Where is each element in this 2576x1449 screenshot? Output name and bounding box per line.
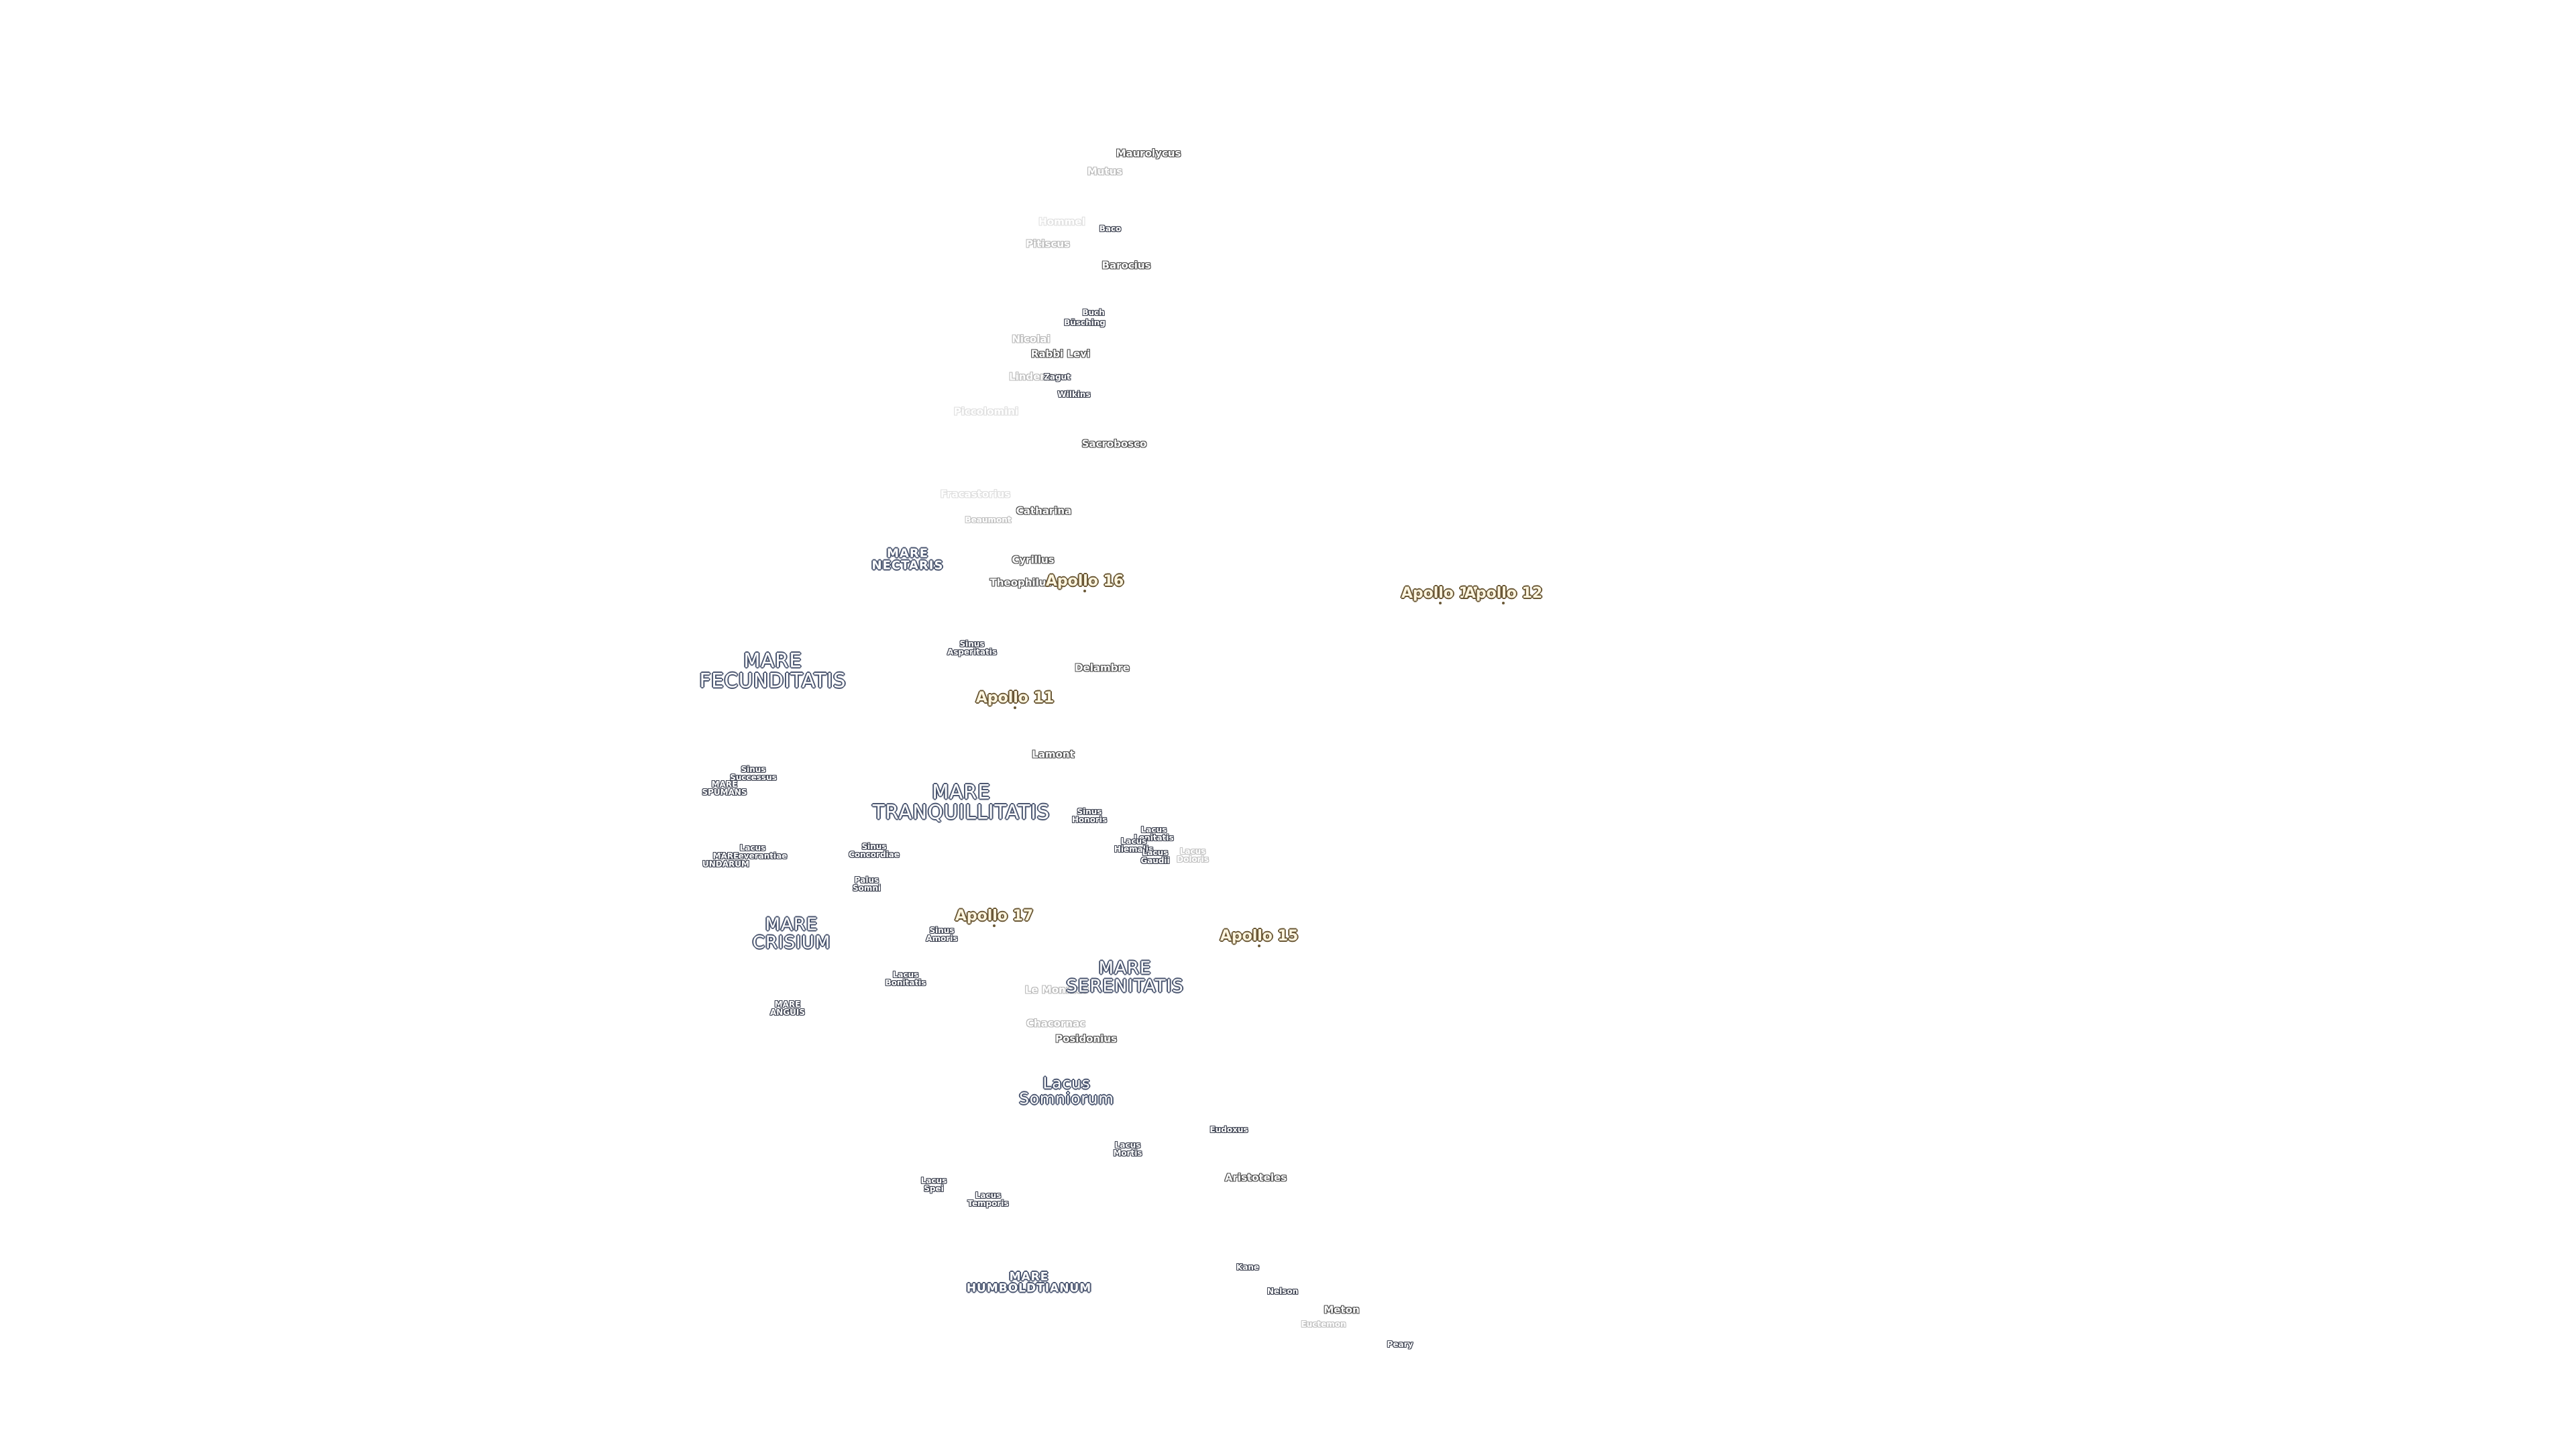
crater-label[interactable]: Aristoteles xyxy=(1224,1171,1287,1184)
apollo-site-label[interactable]: Apollo 17 xyxy=(955,907,1034,924)
crater-label[interactable]: Rabbi Levi xyxy=(1030,347,1091,360)
crater-label[interactable]: Cyrillus xyxy=(1012,553,1055,566)
crater-label[interactable]: Wilkins xyxy=(1057,389,1091,399)
feature-label[interactable]: Sinus Concordiae xyxy=(849,841,900,859)
feature-label[interactable]: Lacus Perseverantiae xyxy=(718,843,788,861)
mare-label[interactable]: MARE SERENITATIS xyxy=(1066,958,1184,996)
feature-label[interactable]: Lacus Lenitatis xyxy=(1134,824,1174,843)
mare-label[interactable]: MARE NECTARIS xyxy=(871,546,944,573)
mare-label[interactable]: Lacus Somniorum xyxy=(1019,1075,1114,1108)
crater-label[interactable]: Büsching xyxy=(1064,317,1106,327)
apollo-site-marker xyxy=(1258,945,1260,947)
crater-label[interactable]: Delambre xyxy=(1075,661,1130,674)
crater-label[interactable]: Maurolycus xyxy=(1116,147,1181,160)
crater-label[interactable]: Mutus xyxy=(1087,165,1123,178)
mare-label[interactable]: MARE CRISIUM xyxy=(752,914,831,953)
crater-label[interactable]: Pitiscus xyxy=(1026,237,1070,250)
feature-label[interactable]: Sinus Successus xyxy=(730,764,777,782)
apollo-site-label[interactable]: Apollo 11 xyxy=(975,689,1055,706)
apollo-site-label[interactable]: Apollo 12 xyxy=(1464,584,1543,602)
crater-label[interactable]: Chacornac xyxy=(1026,1017,1086,1030)
apollo-site-marker xyxy=(1502,602,1505,604)
crater-label[interactable]: Le Monnier xyxy=(1024,983,1089,996)
crater-label[interactable]: Baco xyxy=(1099,223,1122,233)
feature-label[interactable]: Lacus Bonitatis xyxy=(885,969,926,987)
mare-label[interactable]: MARE HUMBOLDTIANUM xyxy=(966,1270,1092,1295)
mare-label[interactable]: MARE FECUNDITATIS xyxy=(699,649,847,692)
crater-label[interactable]: Buch xyxy=(1082,307,1105,317)
feature-label[interactable]: Lacus Hiemalis xyxy=(1114,836,1154,854)
feature-label[interactable]: MARE SPUMANS xyxy=(702,779,747,797)
apollo-site-label[interactable]: Apollo 15 xyxy=(1220,927,1299,945)
crater-label[interactable]: Kane xyxy=(1236,1262,1260,1272)
crater-label[interactable]: Meton xyxy=(1324,1303,1360,1316)
crater-label[interactable]: Catharina xyxy=(1016,504,1072,517)
crater-label[interactable]: Euctemon xyxy=(1301,1319,1346,1329)
feature-label[interactable]: Palus Somni xyxy=(852,875,881,893)
feature-label[interactable]: Lacus Spei xyxy=(920,1175,947,1193)
feature-label[interactable]: Lacus Temporis xyxy=(967,1190,1009,1208)
feature-label[interactable]: Sinus Honoris xyxy=(1071,806,1108,824)
crater-label[interactable]: Eudoxus xyxy=(1210,1124,1248,1134)
crater-label[interactable]: Nicolai xyxy=(1012,333,1051,345)
crater-label[interactable]: Theophilus xyxy=(989,576,1053,589)
crater-label[interactable]: Sacrobosco xyxy=(1081,437,1147,450)
feature-label[interactable]: Sinus Asperitatis xyxy=(947,639,998,657)
feature-label[interactable]: Sinus Amoris xyxy=(926,925,958,943)
apollo-site-marker xyxy=(1083,590,1086,592)
apollo-site-marker xyxy=(993,924,996,927)
crater-label[interactable]: Zagut xyxy=(1044,372,1071,382)
crater-label[interactable]: Fracastorius xyxy=(940,488,1011,500)
apollo-site-label[interactable]: Apollo 14 xyxy=(1401,584,1480,602)
crater-label[interactable]: Beaumont xyxy=(965,515,1012,525)
feature-label[interactable]: MARE UNDARUM xyxy=(702,851,749,869)
apollo-site-label[interactable]: Apollo 16 xyxy=(1045,572,1124,590)
feature-label[interactable]: MARE ANGUIS xyxy=(769,999,806,1017)
feature-label[interactable]: Lacus Mortis xyxy=(1113,1140,1142,1158)
mare-label[interactable]: MARE TRANQUILLITATIS xyxy=(872,780,1051,823)
crater-label[interactable]: Hommel xyxy=(1038,215,1085,228)
feature-label[interactable]: Lacus Doloris xyxy=(1177,846,1209,864)
crater-label[interactable]: Lindenau xyxy=(1009,370,1061,383)
crater-label[interactable]: Peary xyxy=(1387,1339,1413,1349)
crater-label[interactable]: Nelson xyxy=(1267,1286,1299,1296)
crater-label[interactable]: Piccolomini xyxy=(953,405,1019,418)
crater-label[interactable]: Barocius xyxy=(1102,259,1151,272)
crater-label[interactable]: Posidonius xyxy=(1055,1032,1117,1045)
apollo-site-marker xyxy=(1014,706,1016,709)
apollo-site-marker xyxy=(1439,602,1442,604)
feature-label[interactable]: Lacus Gaudii xyxy=(1140,847,1170,865)
crater-label[interactable]: Lamont xyxy=(1032,748,1075,761)
